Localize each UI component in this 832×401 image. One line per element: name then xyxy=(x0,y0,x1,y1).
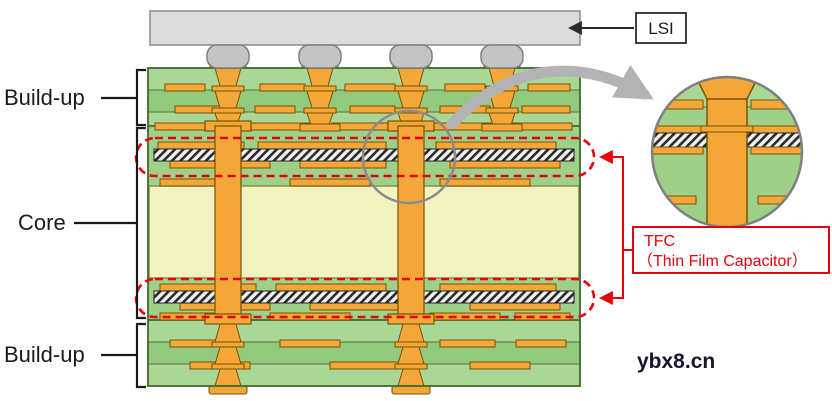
tfc-callout-box xyxy=(632,226,830,274)
lsi-callout: LSI xyxy=(567,12,687,44)
through-vias xyxy=(204,120,435,325)
tfc-band-bottom xyxy=(153,283,575,311)
watermark: ybx8.cn xyxy=(637,350,715,373)
lsi-chip xyxy=(149,10,581,46)
zoom-inset xyxy=(650,75,804,229)
solder-bump xyxy=(206,44,250,69)
magnifier-circle xyxy=(361,109,457,205)
bracket-core xyxy=(74,126,146,320)
tfc-label-line1: TFC xyxy=(644,233,675,250)
tfc-label-line2: （Thin Film Capacitor） xyxy=(637,252,808,270)
solder-bumps xyxy=(206,44,524,69)
solder-bump xyxy=(298,44,342,69)
zoom-arrow-icon xyxy=(446,64,654,130)
label-core: Core xyxy=(18,210,66,235)
substrate-outline xyxy=(147,67,581,387)
buildup-bottom-layer xyxy=(148,320,580,386)
substrate xyxy=(148,68,580,386)
solder-bump xyxy=(389,44,433,69)
tfc-callout: TFC （Thin Film Capacitor） xyxy=(598,150,830,305)
bracket-buildup-top xyxy=(101,68,146,127)
tfc-arrow-bottom-icon xyxy=(598,250,624,305)
lsi-label: LSI xyxy=(648,19,674,38)
label-buildup-top: Build-up xyxy=(4,85,85,110)
thin-film-capacitor-bottom xyxy=(153,290,575,304)
lsi-callout-box xyxy=(635,12,687,44)
label-buildup-bottom: Build-up xyxy=(4,342,85,367)
bracket-buildup-bottom xyxy=(101,322,146,389)
core-dielectric xyxy=(148,185,580,279)
solder-bump xyxy=(480,44,524,69)
tfc-arrow-top-icon xyxy=(598,150,633,251)
region-labels: Build-up Core Build-up xyxy=(4,68,146,389)
